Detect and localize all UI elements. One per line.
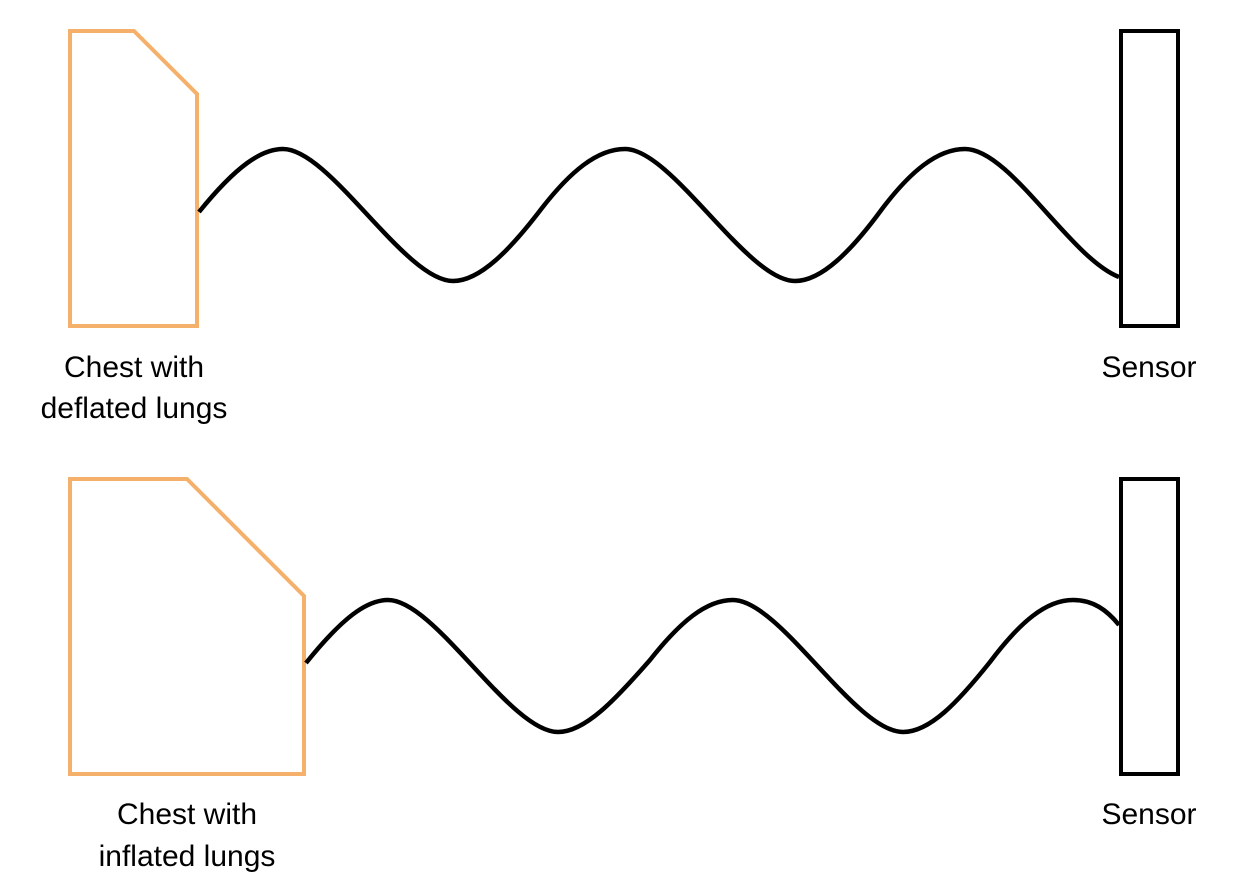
wave-deflated [197, 146, 1120, 284]
chest-inflated-shape [68, 477, 306, 776]
chest-deflated-shape [68, 29, 199, 328]
sensor-top-label: Sensor [1101, 351, 1196, 384]
chest-deflated-label-line2: deflated lungs [41, 392, 228, 425]
wave-inflated [304, 597, 1121, 735]
sensor-bottom [1119, 477, 1180, 776]
chest-inflated-label-line2: inflated lungs [99, 840, 276, 873]
panel-deflated: Chest with deflated lungs Sensor [41, 29, 1197, 425]
sensor-bottom-label: Sensor [1101, 798, 1196, 831]
chest-inflated-label-line1: Chest with [117, 798, 257, 831]
panel-inflated: Chest with inflated lungs Sensor [68, 477, 1197, 873]
sensor-top [1119, 29, 1180, 328]
chest-deflated-label-line1: Chest with [64, 351, 204, 384]
